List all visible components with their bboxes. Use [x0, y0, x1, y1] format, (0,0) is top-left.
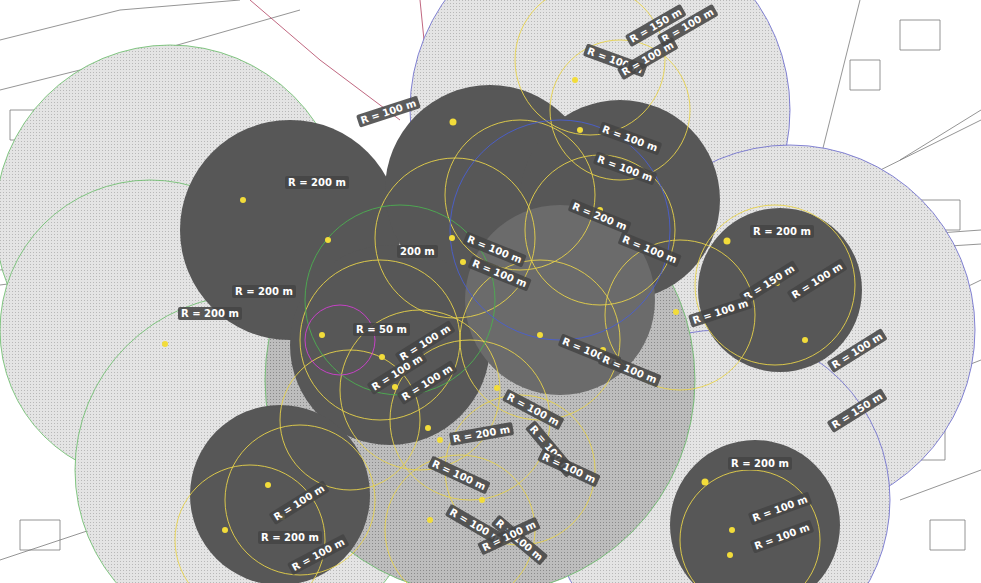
site-dot — [802, 337, 808, 343]
site-dot — [572, 77, 578, 83]
site-dot — [479, 497, 485, 503]
site-dot — [577, 127, 583, 133]
site-dot — [427, 517, 433, 523]
site-dot — [379, 354, 385, 360]
site-dot — [702, 479, 709, 486]
site-dot — [240, 197, 246, 203]
site-dot — [449, 235, 455, 241]
radius-circle — [340, 310, 500, 470]
site-dot — [437, 437, 443, 443]
radius-label: 200 m — [397, 245, 438, 258]
site-points — [162, 77, 808, 558]
radius-circle — [385, 455, 535, 583]
radius-circle — [445, 120, 595, 270]
radius-circle — [460, 260, 620, 420]
zone-circle — [305, 305, 375, 375]
street — [0, 0, 240, 40]
site-dot — [392, 384, 398, 390]
core-circle — [670, 440, 840, 583]
zone-circle — [450, 120, 670, 340]
site-dot — [325, 237, 331, 243]
site-dot — [460, 259, 466, 265]
site-dot — [319, 332, 325, 338]
street — [900, 110, 981, 160]
site-dot — [724, 238, 731, 245]
site-dot — [162, 341, 168, 347]
radius-label: R = 200 m — [178, 307, 242, 320]
radius-label: R = 200 m — [750, 225, 814, 238]
green-zone-lines — [305, 120, 670, 395]
site-dot — [537, 332, 543, 338]
radius-label: R = 200 m — [258, 531, 322, 544]
radius-circle — [375, 158, 535, 318]
radius-circles — [175, 0, 855, 583]
radius-label: R = 200 m — [232, 285, 296, 298]
site-dot — [673, 309, 679, 315]
radius-circle — [300, 260, 460, 420]
site-dot — [494, 385, 500, 391]
core-coverage-zones — [180, 85, 862, 583]
radius-circle — [225, 425, 375, 575]
site-dot — [729, 527, 735, 533]
radius-label: R = 50 m — [353, 323, 410, 336]
radius-label: R = 200 m — [728, 457, 792, 470]
site-dot — [450, 119, 457, 126]
site-dot — [265, 482, 271, 488]
site-dot — [425, 425, 431, 431]
radius-label: R = 200 m — [285, 176, 349, 189]
radius-circle — [695, 205, 855, 365]
core-circle — [190, 405, 370, 583]
site-dot — [222, 527, 228, 533]
radius-circle — [680, 470, 820, 583]
site-dot — [727, 552, 733, 558]
core-circle — [698, 208, 862, 372]
